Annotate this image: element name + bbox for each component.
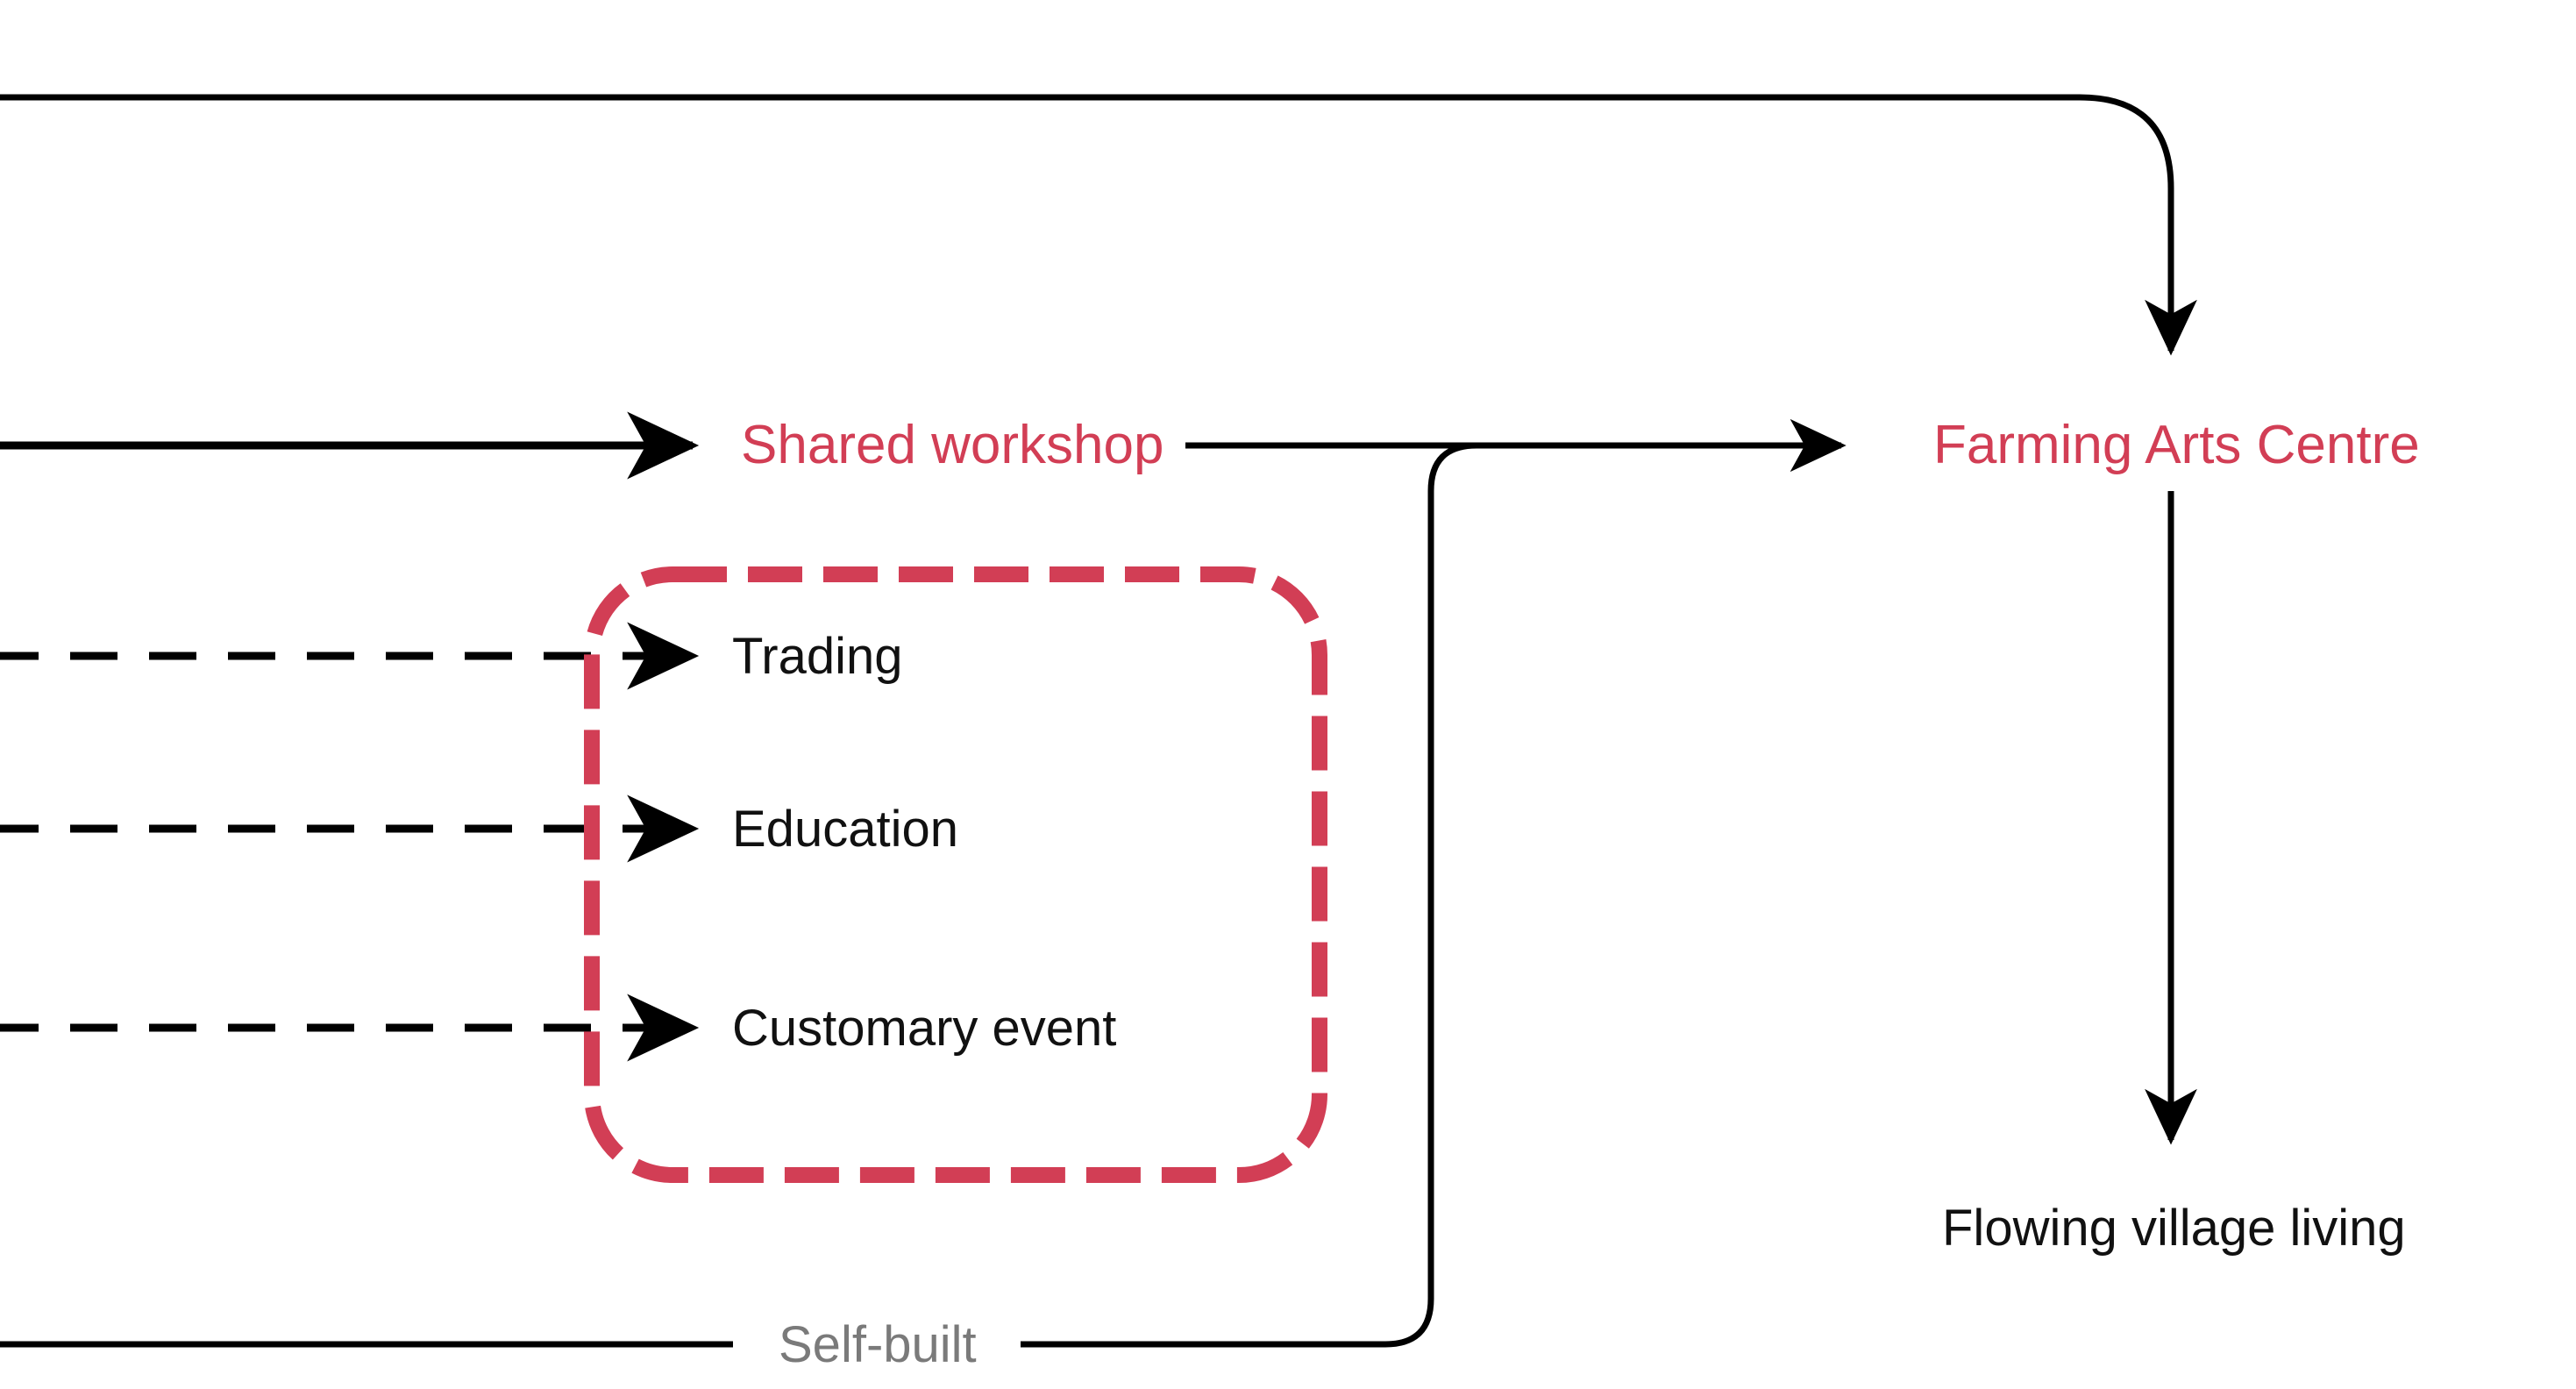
node-self-built[interactable]: Self-built (779, 1316, 977, 1373)
node-farming-arts-centre[interactable]: Farming Arts Centre (1933, 415, 2420, 475)
node-trading[interactable]: Trading (732, 628, 903, 685)
activities-group-box (584, 566, 1327, 1183)
edge-self-built-to-centre (1021, 419, 1847, 1348)
node-customary-event[interactable]: Customary event (732, 1000, 1117, 1057)
node-shared-workshop[interactable]: Shared workshop (741, 415, 1164, 475)
edge-top-bypass-to-centre (0, 94, 2197, 356)
node-flowing-village-living[interactable]: Flowing village living (1942, 1200, 2406, 1257)
node-education[interactable]: Education (732, 801, 958, 858)
